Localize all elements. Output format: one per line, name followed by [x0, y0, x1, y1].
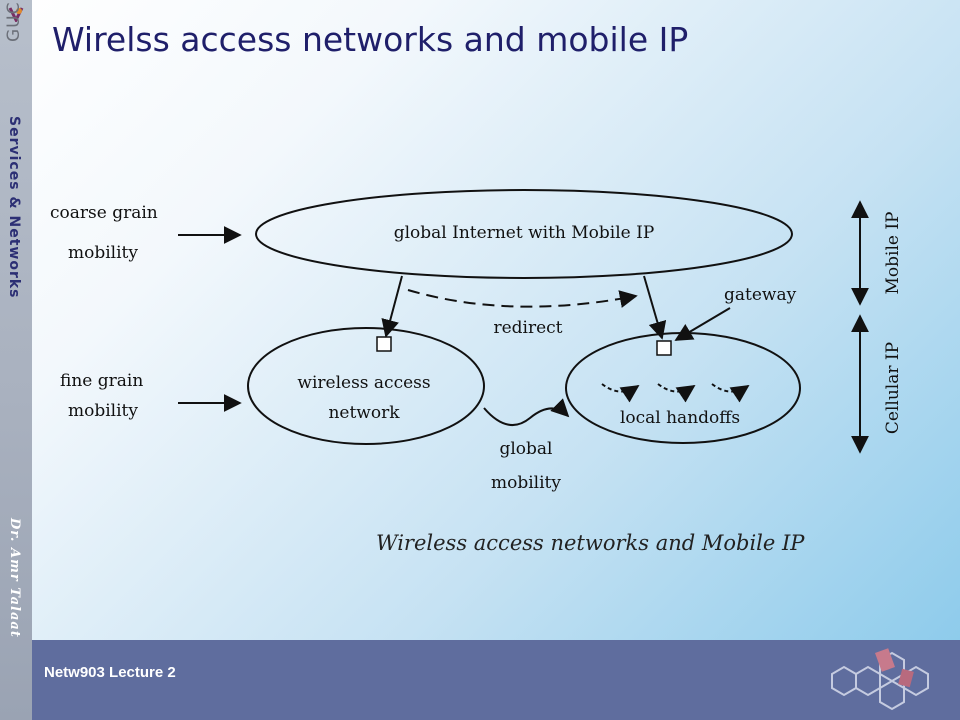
mobile-ip-diagram: coarse grain mobility fine grain mobilit… [50, 189, 903, 555]
handoff-arrow-1 [601, 383, 640, 403]
handoff-arrow-3 [711, 383, 750, 403]
wireless-access-point [376, 336, 392, 352]
lecture-label: Netw903 Lecture 2 [44, 664, 176, 681]
network-hexagons-icon [831, 648, 929, 711]
wireless-access-label-1: wireless access [297, 373, 430, 393]
course-title: Services & Networks [6, 116, 22, 299]
down-arrow-right [643, 275, 667, 340]
global-mobility-label-2: mobility [491, 473, 561, 493]
sidebar: GUC Services & Networks Dr. Amr Talaat [0, 0, 32, 720]
gateway-arrow [674, 307, 731, 341]
global-mobility-arrow [483, 398, 570, 427]
redirect-arrow [407, 289, 638, 308]
local-handoffs-label: local handoffs [620, 408, 740, 428]
fine-grain-label-1: fine grain [60, 371, 143, 391]
mobile-ip-label: Mobile IP [883, 211, 903, 294]
global-internet-label: global Internet with Mobile IP [394, 223, 655, 243]
coarse-grain-label-1: coarse grain [50, 203, 158, 223]
guc-logo-icon [8, 7, 24, 22]
wireless-access-label-2: network [328, 403, 400, 423]
figure-caption: Wireless access networks and Mobile IP [376, 531, 805, 555]
guc-logo: GUC [0, 0, 32, 80]
wireless-access-ellipse [247, 327, 485, 445]
cellular-ip-label: Cellular IP [883, 342, 903, 434]
logo-text: GUC [4, 2, 24, 43]
fine-grain-label-2: mobility [68, 401, 138, 421]
global-mobility-label-1: global [499, 439, 552, 459]
gateway-node [656, 340, 672, 356]
coarse-grain-label-2: mobility [68, 243, 138, 263]
author-name: Dr. Amr Talaat [7, 518, 22, 638]
redirect-label: redirect [493, 318, 562, 338]
footer-bar: Netw903 Lecture 2 [32, 640, 960, 720]
slide-title: Wirelss access networks and mobile IP [52, 20, 689, 59]
down-arrow-left [381, 275, 403, 338]
global-internet-ellipse [255, 189, 793, 279]
handoff-arrow-2 [657, 383, 696, 403]
gateway-label: gateway [724, 285, 797, 305]
